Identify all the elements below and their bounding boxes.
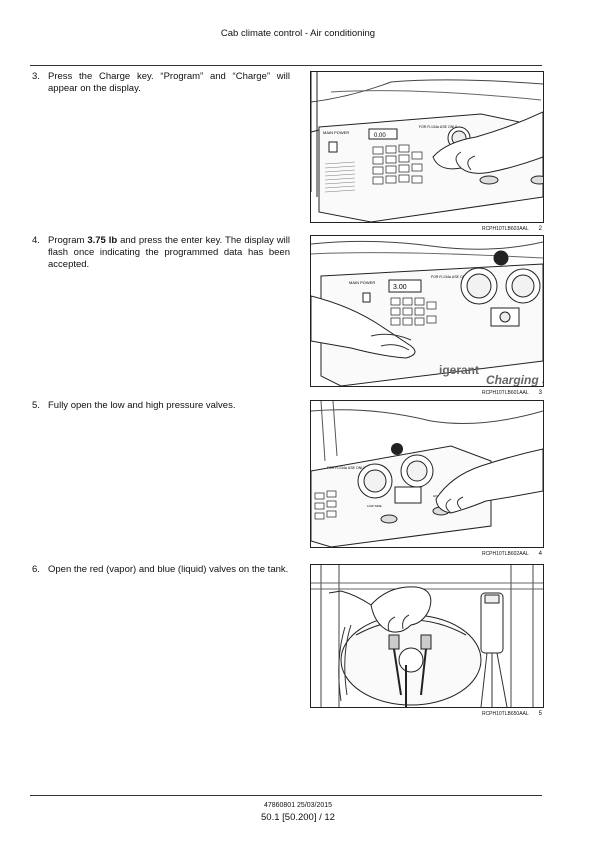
low-side-label: LOW SIDE [367,504,382,508]
figure-frame: MAIN POWER 3.00 FOR R-134a USE ONLY iger… [310,235,544,387]
step-text: Program 3.75 lb and press the enter key.… [48,235,290,271]
step-4: 4. Program 3.75 lb and press the enter k… [32,235,290,271]
step-text-part: Program [48,235,88,246]
display-readout: 3.00 [393,284,407,291]
figure-code: RCPH10TLB601AAL [481,390,529,396]
step-text: Fully open the low and high pressure val… [48,400,290,412]
figure-code: RCPH10TLB602AAL [481,551,529,557]
figure-caption: RCPH10TLB650AAL 5 [310,711,544,717]
figure-number: 4 [538,551,542,557]
figure-number: 2 [538,226,542,232]
figure-number: 3 [538,390,542,396]
step-text: Press the Charge key. “Program” and “Cha… [48,71,290,95]
display-readout: 0.00 [374,133,386,139]
footer-rule [30,795,542,796]
step-text-part: Fully open the low and high pressure val… [48,400,236,411]
figure-3: MAIN POWER 3.00 FOR R-134a USE ONLY iger… [310,235,544,396]
step-6: 6. Open the red (vapor) and blue (liquid… [32,564,290,576]
figure-code: RCPH10TLB603AAL [481,226,529,232]
figure-number: 5 [538,711,542,717]
figure-4: FOR R-134a USE ONLY LOW SIDE HIGH SIDE R… [310,400,544,557]
page-header-title: Cab climate control - Air conditioning [220,28,376,39]
figure-5: RCPH10TLB650AAL 5 [310,564,544,717]
step-5: 5. Fully open the low and high pressure … [32,400,290,412]
charging-station-programming-illustration: MAIN POWER 3.00 FOR R-134a USE ONLY iger… [311,240,543,386]
refrigerant-tank-valves-illustration [311,565,543,707]
step-text-part: Open the red (vapor) and blue (liquid) v… [48,564,289,575]
figure-caption: RCPH10TLB601AAL 3 [310,390,544,396]
machine-lettering: Charging S [486,373,543,386]
figure-caption: RCPH10TLB602AAL 4 [310,551,544,557]
figure-frame [310,564,544,708]
step-text-part: Press the Charge key. “Program” and “Cha… [48,71,290,94]
figure-frame: FOR R-134a USE ONLY LOW SIDE HIGH SIDE [310,400,544,548]
footer-page-number: 50.1 [50.200] / 12 [261,812,335,823]
figure-code: RCPH10TLB650AAL [481,711,529,717]
figure-caption: RCPH10TLB603AAL 2 [310,226,544,232]
step-number: 6. [32,564,40,575]
step-3: 3. Press the Charge key. “Program” and “… [32,71,290,95]
step-number: 5. [32,400,40,411]
header-rule [30,65,542,66]
step-text-part: and press the enter key. The display wil… [48,235,290,270]
step-text: Open the red (vapor) and blue (liquid) v… [48,564,290,576]
figure-frame: MAIN POWER 0.00 FOR R-134a USE ONLY [310,71,544,223]
refrigerant-label: FOR R-134a USE ONLY [327,466,366,470]
machine-lettering: igerant [439,363,479,377]
main-power-label: MAIN POWER [323,130,349,135]
step-text-bold-value: 3.75 lb [87,235,118,246]
refrigerant-label: FOR R-134a USE ONLY [431,275,470,279]
refrigerant-label: FOR R-134a USE ONLY [419,125,458,129]
step-number: 3. [32,71,40,82]
main-power-label: MAIN POWER [349,280,375,285]
footer-document-code: 47860801 25/03/2015 [263,802,333,809]
step-number: 4. [32,235,40,246]
charging-station-keypad-illustration: MAIN POWER 0.00 FOR R-134a USE ONLY [311,72,543,222]
pressure-valves-illustration: FOR R-134a USE ONLY LOW SIDE HIGH SIDE [311,401,543,547]
figure-2: MAIN POWER 0.00 FOR R-134a USE ONLY [310,71,544,232]
